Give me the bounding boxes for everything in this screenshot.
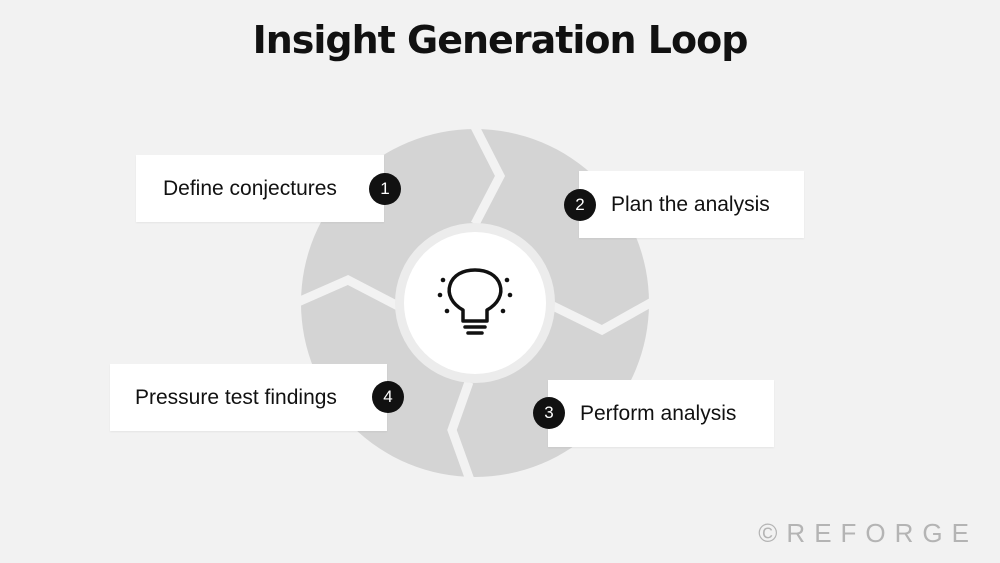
step-1-badge: 1 [369,173,401,205]
segment-divider [551,298,655,336]
step-1-label: Define conjectures [163,176,337,200]
step-1-card: Define conjectures [136,155,384,222]
step-3-label: Perform analysis [580,401,737,425]
brand-logo: ©REFORGE [758,518,978,548]
step-2-card: Plan the analysis [579,171,804,238]
light-rays [437,277,513,314]
segment-divider [447,380,475,482]
lightbulb-icon [447,268,503,335]
step-2-label: Plan the analysis [611,192,770,216]
page-title: Insight Generation Loop [252,18,749,62]
step-3-badge: 3 [533,397,565,429]
step-4-badge: 4 [372,381,404,413]
segment-divider [469,122,506,227]
step-2-badge: 2 [564,189,596,221]
center-circle [404,232,546,374]
step-4-label: Pressure test findings [135,385,337,409]
step-3-card: Perform analysis [548,380,774,447]
segment-divider [296,275,401,310]
step-4-card: Pressure test findings [110,364,387,431]
